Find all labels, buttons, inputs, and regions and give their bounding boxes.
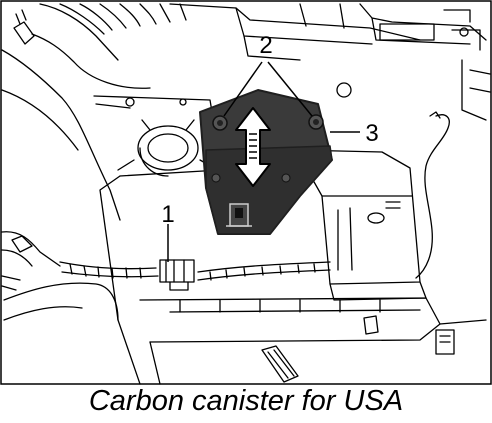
- callout-3: 3: [365, 120, 378, 147]
- callout-leaders: [167, 61, 360, 262]
- callout-2: 2: [259, 32, 272, 59]
- leader-2-left: [223, 61, 263, 117]
- stud-lower-right: [281, 173, 291, 183]
- movement-arrow: [235, 107, 271, 187]
- background-line-art: [1, 3, 491, 385]
- carbon-canister: [199, 89, 333, 235]
- figure-caption: Carbon canister for USA: [88, 385, 404, 417]
- mounting-bolt-left-inner: [217, 120, 223, 126]
- mounting-bolt-right-inner: [313, 119, 319, 125]
- leader-2-right: [267, 61, 313, 117]
- stud-lower-left: [211, 173, 221, 183]
- callout-1: 1: [161, 201, 174, 228]
